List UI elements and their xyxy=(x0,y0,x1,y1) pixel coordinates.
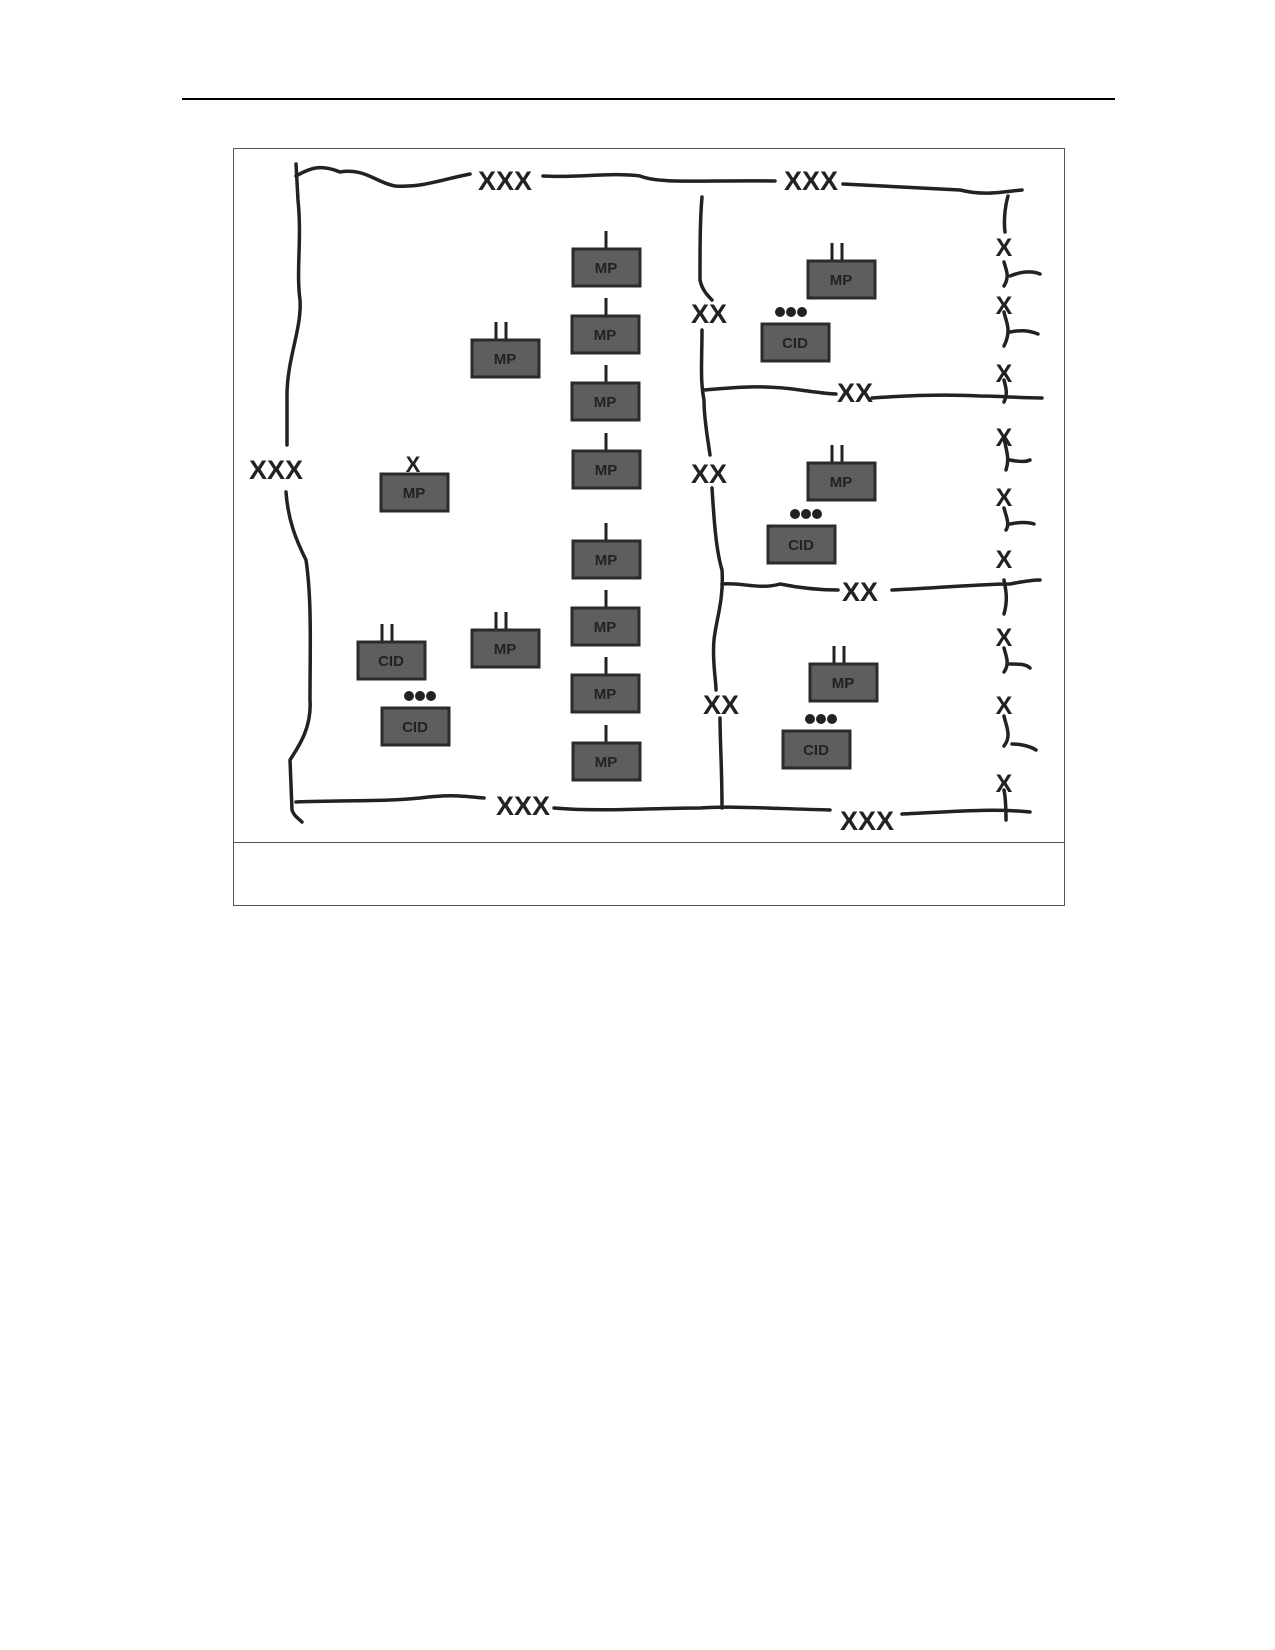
boundary-inner-vertical xyxy=(698,195,725,810)
label-left: XXX xyxy=(249,455,303,485)
unit-cid-platoon-left: CID xyxy=(380,691,451,747)
unit-mp-battalion-3: MP xyxy=(570,365,641,422)
boundary-left xyxy=(284,162,313,824)
unit-label: MP xyxy=(830,474,853,491)
unit-mp-company-right-top: MP xyxy=(806,243,877,300)
unit-label: MP xyxy=(594,686,617,703)
unit-label: MP xyxy=(494,351,517,368)
label-right-x-8: X xyxy=(996,692,1013,720)
boundary-top-right xyxy=(541,172,1024,195)
unit-label: CID xyxy=(378,653,404,670)
unit-mp-battalion-4: MP xyxy=(571,433,642,490)
boundary-right xyxy=(1002,194,1042,822)
label-right-x-6: X xyxy=(996,546,1013,574)
unit-label: MP xyxy=(832,675,855,692)
unit-mp-company-left-lower: MP xyxy=(470,612,541,669)
unit-label: CID xyxy=(402,719,428,736)
unit-mp-battalion-6: MP xyxy=(570,590,641,647)
unit-label: MP xyxy=(595,462,618,479)
unit-label: MP xyxy=(594,327,617,344)
unit-label: MP xyxy=(494,641,517,658)
unit-mp-brigade-left: X MP xyxy=(379,452,450,513)
label-bottom-right: XXX xyxy=(840,806,894,836)
label-inner-horizontal-bottom: XX xyxy=(842,577,878,607)
unit-label: MP xyxy=(595,552,618,569)
boundary-inner-horizontal-top xyxy=(702,385,1044,400)
label-right-x-2: X xyxy=(996,292,1013,320)
label-top-left: XXX xyxy=(478,166,532,196)
label-right-x-7: X xyxy=(996,624,1013,652)
unit-label: MP xyxy=(595,754,618,771)
unit-mp-battalion-8: MP xyxy=(571,725,642,782)
boundary-inner-horizontal-bottom xyxy=(720,578,1042,592)
caption-divider xyxy=(233,842,1065,843)
label-right-x-1: X xyxy=(996,234,1013,262)
label-inner-vertical-top: XX xyxy=(691,299,727,329)
unit-echelon-x: X xyxy=(406,452,421,477)
label-right-x-5: X xyxy=(996,484,1013,512)
unit-mp-battalion-2: MP xyxy=(570,298,641,355)
unit-cid-platoon-right-bottom: CID xyxy=(781,714,852,770)
label-right-x-3: X xyxy=(996,360,1013,388)
boundary-bottom xyxy=(294,793,1032,816)
unit-mp-battalion-5: MP xyxy=(571,523,642,580)
unit-label: CID xyxy=(782,335,808,352)
unit-cid-company-left: CID xyxy=(356,624,427,681)
unit-label: CID xyxy=(803,742,829,759)
label-right-x-4: X xyxy=(996,424,1013,452)
figure-frame xyxy=(233,148,1065,906)
label-top-right: XXX xyxy=(784,166,838,196)
header-rule xyxy=(182,98,1115,100)
label-right-x-9: X xyxy=(996,770,1013,798)
label-inner-vertical-mid: XX xyxy=(691,459,727,489)
unit-label: MP xyxy=(595,260,618,277)
unit-label: MP xyxy=(594,394,617,411)
label-bottom-left: XXX xyxy=(496,791,550,821)
unit-label: MP xyxy=(403,485,426,502)
unit-cid-platoon-right-mid: CID xyxy=(766,509,837,565)
label-inner-vertical-bottom: XX xyxy=(703,690,739,720)
unit-mp-company-left-upper: MP xyxy=(470,322,541,379)
unit-mp-company-right-bottom: MP xyxy=(808,646,879,703)
unit-mp-battalion-1: MP xyxy=(571,231,642,288)
unit-mp-battalion-7: MP xyxy=(570,657,641,714)
unit-mp-company-right-mid: MP xyxy=(806,445,877,502)
unit-cid-platoon-right-top: CID xyxy=(760,307,831,363)
boundary-top-left xyxy=(294,165,472,189)
unit-label: CID xyxy=(788,537,814,554)
label-inner-horizontal-top: XX xyxy=(837,378,873,408)
unit-label: MP xyxy=(830,272,853,289)
unit-label: MP xyxy=(594,619,617,636)
